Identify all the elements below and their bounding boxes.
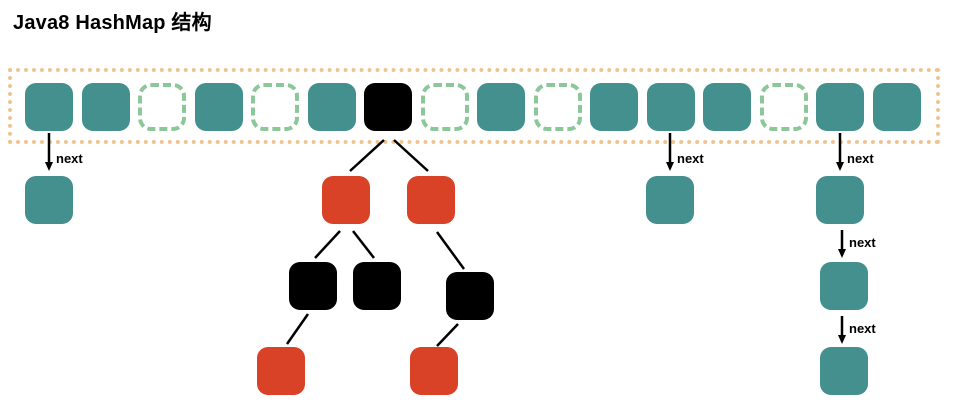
- tree-edge-root-to-red-left: [349, 139, 385, 172]
- bucket-9-filled: [477, 83, 525, 131]
- chain12-node1: [646, 176, 694, 224]
- tree-edge-black-left-to-red-leaf: [285, 313, 310, 345]
- next-label-bucket1-next: next: [56, 151, 83, 166]
- bucket-15-filled: [816, 83, 864, 131]
- bucket-11-filled: [590, 83, 638, 131]
- tree-edge-red-left-to-black-left: [314, 230, 341, 259]
- tree-edge-red-right-to-black-right: [435, 231, 466, 270]
- bucket-5-empty: [251, 83, 299, 131]
- bucket-16-filled: [872, 83, 921, 131]
- bucket-7-black: [364, 83, 412, 131]
- next-label-chain15-next2: next: [849, 235, 876, 250]
- chain15-node3: [820, 347, 868, 395]
- chain1-node1: [25, 176, 73, 224]
- tree-black-mid: [353, 262, 401, 310]
- tree-edge-black-right-to-red-leaf: [436, 323, 459, 347]
- tree-red-left: [322, 176, 370, 224]
- bucket-14-empty: [759, 83, 808, 131]
- bucket-13-filled: [703, 83, 751, 131]
- chain15-node1: [816, 176, 864, 224]
- bucket-10-empty: [533, 83, 582, 131]
- tree-red-right: [407, 176, 455, 224]
- tree-edge-root-to-red-right: [393, 139, 429, 172]
- bucket-6-filled: [307, 83, 356, 131]
- tree-black-left: [289, 262, 337, 310]
- tree-black-right: [446, 272, 494, 320]
- bucket-3-empty: [138, 83, 186, 131]
- bucket-12-filled: [646, 83, 695, 131]
- bucket-8-empty: [420, 83, 469, 131]
- bucket-4-filled: [194, 83, 243, 131]
- bucket-2-filled: [81, 83, 130, 131]
- chain15-node2: [820, 262, 868, 310]
- tree-red-leaf-left: [257, 347, 305, 395]
- tree-red-leaf-right: [410, 347, 458, 395]
- tree-edge-red-left-to-black-mid: [352, 230, 375, 259]
- next-label-chain15-next3: next: [849, 321, 876, 336]
- bucket-array-container: [8, 68, 940, 144]
- bucket-1-filled: [25, 83, 73, 131]
- next-label-bucket12-next: next: [677, 151, 704, 166]
- next-label-bucket15-next: next: [847, 151, 874, 166]
- diagram-title: Java8 HashMap 结构: [13, 12, 212, 34]
